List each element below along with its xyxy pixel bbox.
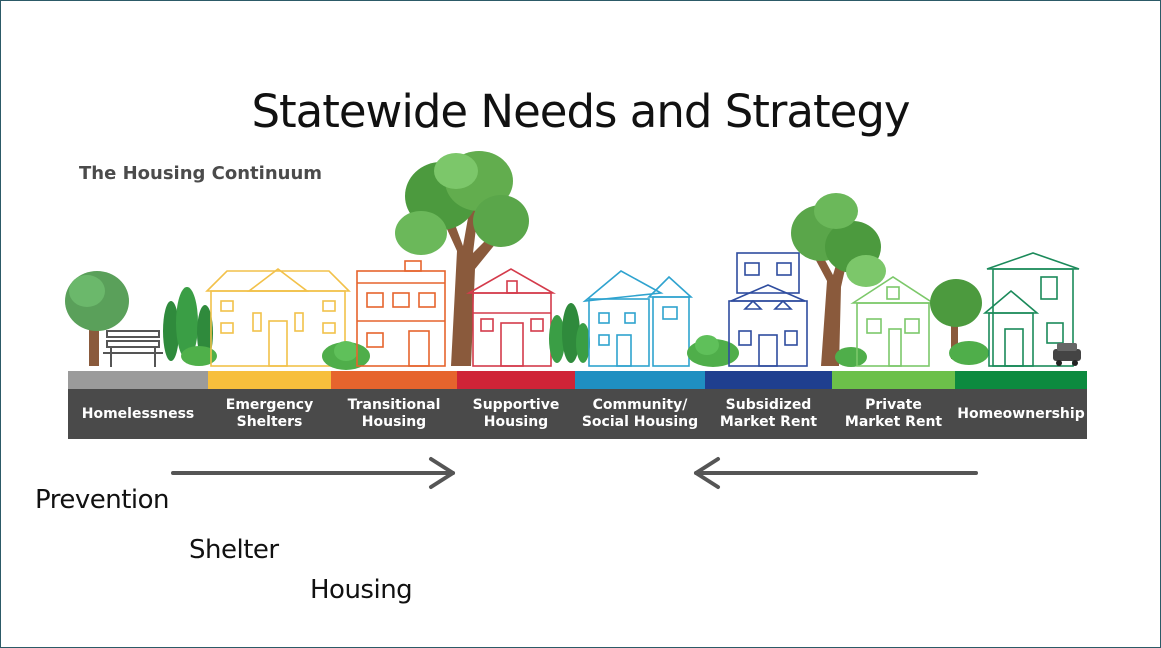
- continuum-color-strip: [68, 371, 1087, 389]
- continuum-subtitle: The Housing Continuum: [79, 163, 323, 184]
- private-rent-building-icon: [850, 276, 936, 367]
- continuum-band: Homelessness Emergency Shelters Transiti…: [68, 371, 1087, 439]
- label-transitional-housing: Transitional Housing: [347, 397, 441, 430]
- tree-icon-far-right: [930, 279, 989, 365]
- color-segment-homeownership: [955, 371, 1087, 389]
- park-tree-icon: [65, 271, 129, 366]
- large-tree-icon: [395, 151, 529, 366]
- homeownership-building-icon: [982, 252, 1080, 367]
- label-homeownership: Homeownership: [957, 405, 1085, 422]
- color-segment-emergency-shelters: [208, 371, 331, 389]
- cypress-trees-icon: [163, 287, 217, 366]
- label-community-housing: Community/ Social Housing: [581, 397, 699, 430]
- slide-title: Statewide Needs and Strategy: [251, 85, 910, 138]
- label-emergency-shelters: Emergency Shelters: [225, 397, 314, 430]
- car-icon: [1053, 343, 1081, 366]
- color-segment-supportive-housing: [457, 371, 575, 389]
- bush-icon: [322, 341, 370, 370]
- label-homelessness: Homelessness: [81, 405, 195, 422]
- bush-icon-2: [687, 335, 739, 367]
- color-segment-community-housing: [575, 371, 705, 389]
- right-arrow-icon: [171, 457, 455, 489]
- left-arrow-icon: [694, 457, 978, 489]
- label-subsidized-rent: Subsidized Market Rent: [719, 397, 818, 430]
- bench-icon: [103, 330, 163, 367]
- step-prevention: Prevention: [35, 485, 170, 515]
- color-segment-homelessness: [68, 371, 208, 389]
- supportive-housing-building-icon: [465, 268, 557, 367]
- color-segment-transitional-housing: [331, 371, 457, 389]
- bush-icon-3: [835, 347, 867, 367]
- step-housing: Housing: [310, 575, 413, 605]
- color-segment-subsidized-rent: [705, 371, 832, 389]
- label-supportive-housing: Supportive Housing: [472, 397, 560, 430]
- step-shelter: Shelter: [189, 535, 279, 565]
- transitional-housing-building-icon: [356, 260, 446, 367]
- emergency-shelter-building-icon: [205, 267, 351, 367]
- subsidized-rent-building-icon: [728, 252, 808, 367]
- cypress-trees-icon-2: [549, 303, 590, 363]
- color-segment-private-rent: [832, 371, 955, 389]
- tree-icon-right: [791, 193, 886, 366]
- community-housing-building-icon: [582, 270, 694, 367]
- label-private-rent: Private Market Rent: [844, 397, 943, 430]
- continuum-labels: Homelessness Emergency Shelters Transiti…: [68, 389, 1087, 439]
